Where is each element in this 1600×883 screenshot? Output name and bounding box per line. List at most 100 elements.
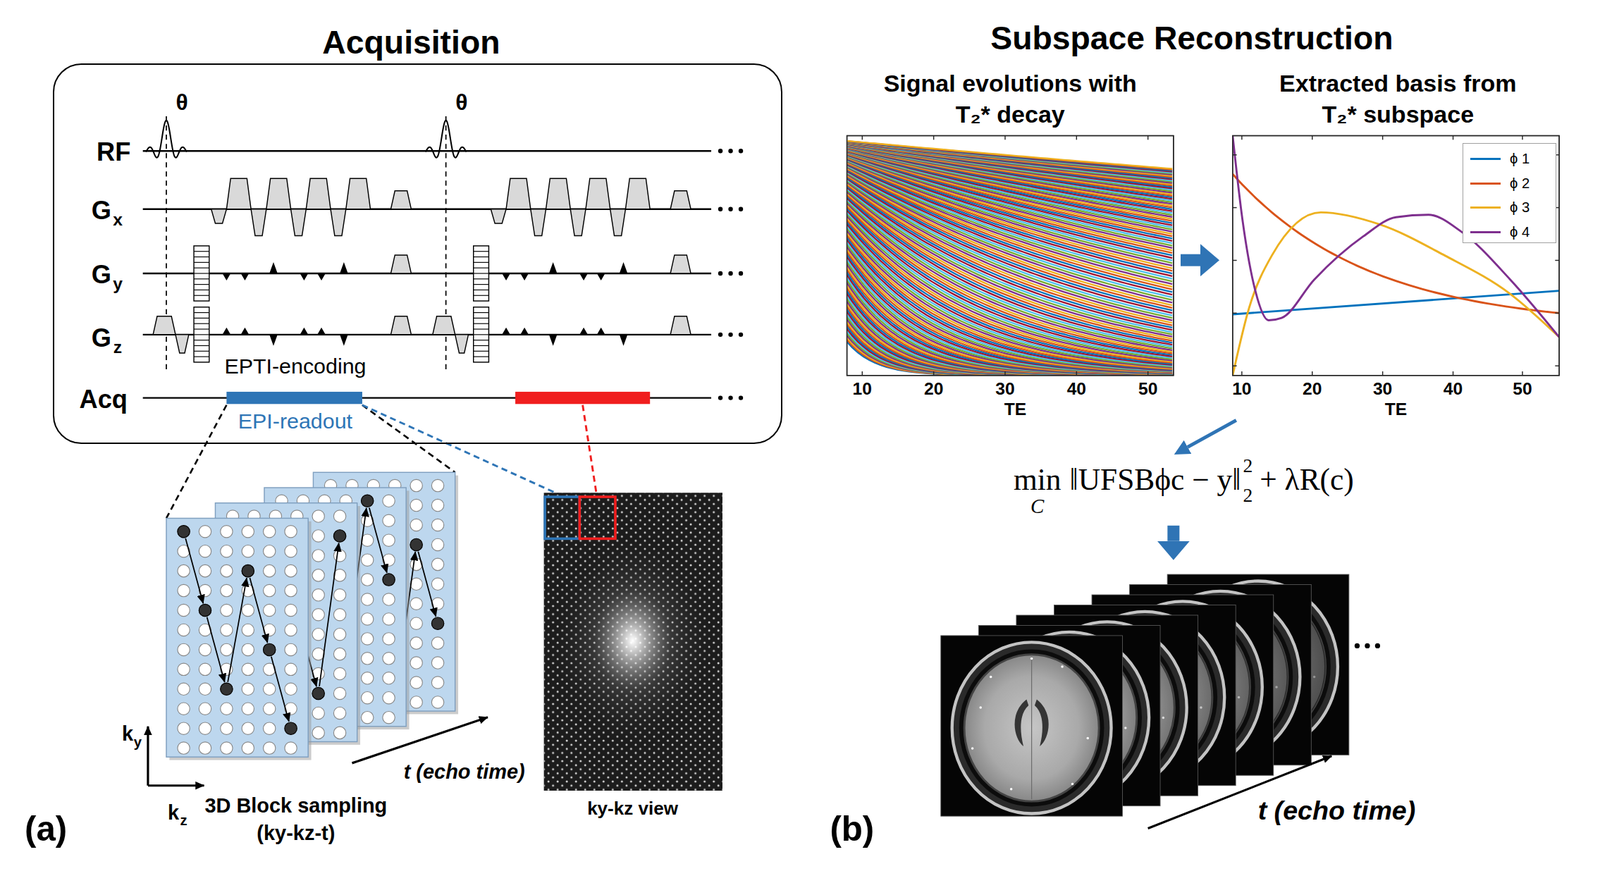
phase-step (473, 278, 490, 280)
kspace-point (410, 656, 423, 669)
kspace-point (360, 593, 373, 606)
tick-mark (1076, 371, 1078, 376)
kspace-point (312, 608, 325, 621)
signal-curve (847, 141, 1173, 172)
phase-step (473, 339, 490, 341)
vessel-dot (1030, 657, 1033, 660)
kspace-point (263, 682, 276, 695)
phase-step (473, 256, 490, 258)
sampled-point (177, 525, 190, 538)
kspace-point (360, 711, 373, 724)
blip (269, 262, 278, 274)
kspace-point (382, 593, 395, 606)
axis-subscript: y (133, 734, 142, 751)
kspace-point (241, 564, 254, 577)
tick-mark (1452, 136, 1454, 141)
kspace-point (241, 702, 254, 715)
legend-swatch (1470, 206, 1501, 209)
axis-title: TE (1385, 398, 1407, 419)
signal-curve (847, 143, 1173, 182)
kspace-point (220, 623, 233, 636)
phase-table (193, 245, 210, 301)
rf-pulse (425, 120, 467, 158)
kspace-point (333, 549, 346, 562)
kspace-point (263, 742, 276, 755)
kspace-point (220, 525, 233, 538)
vessel-dot (971, 747, 974, 750)
kspace-point (431, 499, 444, 512)
kspace-ground (544, 492, 723, 791)
tick-mark (1382, 371, 1383, 376)
leader-line (582, 405, 598, 497)
kspace-point (382, 534, 395, 547)
norm-index: 2 (1242, 484, 1253, 507)
image-stack: t (echo time) (940, 564, 1358, 817)
vessel-dot (989, 675, 992, 679)
kspace-point (410, 637, 423, 650)
phase-step (193, 351, 210, 352)
kspace-point (177, 564, 190, 577)
axis-arrow (146, 726, 149, 786)
panel-letter: (a) (24, 808, 67, 849)
vessel-dot (1010, 788, 1013, 791)
kspace-point (382, 613, 395, 626)
kspace-point (220, 545, 233, 558)
ventricle (1034, 699, 1049, 747)
flow-arrow (1167, 525, 1180, 542)
kspace-point (410, 597, 423, 610)
signal-curve (847, 143, 1173, 183)
kspace-point (177, 663, 190, 676)
ellipsis-dot (1375, 643, 1381, 649)
tick-label: 10 (1232, 378, 1252, 399)
blip (579, 273, 588, 281)
panel-ground (166, 518, 309, 758)
kspace-point (284, 545, 297, 558)
gradient-lobe (211, 209, 227, 224)
kspace-point (220, 643, 233, 656)
vessel-dot (1071, 783, 1074, 786)
plot-title: Extracted basis from T₂* subspace (1264, 67, 1532, 130)
leader-line (166, 405, 227, 519)
kspace-point (263, 604, 276, 617)
kspace-point (333, 667, 346, 680)
kspace-point (431, 518, 444, 531)
kspace-point (360, 652, 373, 665)
phase-step (193, 284, 210, 285)
sampled-point (410, 538, 423, 551)
phase-step (193, 334, 210, 335)
kspace-point (263, 702, 276, 715)
axis-arrow (148, 784, 205, 787)
sampled-point (333, 530, 346, 543)
kspace-point (360, 554, 373, 566)
leader-line (362, 405, 456, 473)
leader-line (362, 405, 565, 497)
signal-curve (847, 140, 1173, 170)
gradient-lobe (330, 209, 347, 237)
kspace-point (241, 604, 254, 617)
gradient-lobe (625, 178, 650, 209)
kspace-point (312, 687, 325, 700)
ellipsis-dot (738, 148, 743, 153)
blip (579, 327, 588, 335)
tick-mark (1232, 260, 1238, 261)
blip (520, 273, 529, 281)
kspace-point (177, 702, 190, 715)
kspace-point (177, 584, 190, 597)
blip (339, 262, 349, 274)
kspace-point (360, 632, 373, 645)
kspace-center (546, 528, 720, 753)
blip (300, 273, 309, 281)
gradient-lobe (346, 178, 371, 209)
legend-text: ϕ 2 (1509, 175, 1530, 192)
kspace-point (382, 652, 395, 665)
trajectory-arrow (249, 577, 268, 643)
gradient-lobe (585, 178, 611, 209)
phase-step (473, 272, 490, 274)
kspace-point (177, 682, 190, 695)
blip (269, 334, 278, 347)
kspace-point (410, 518, 423, 531)
vessel-dot (1060, 665, 1063, 668)
signal-curve (847, 142, 1173, 177)
kspace-point (198, 722, 211, 735)
legend-text: ϕ 4 (1509, 224, 1530, 241)
